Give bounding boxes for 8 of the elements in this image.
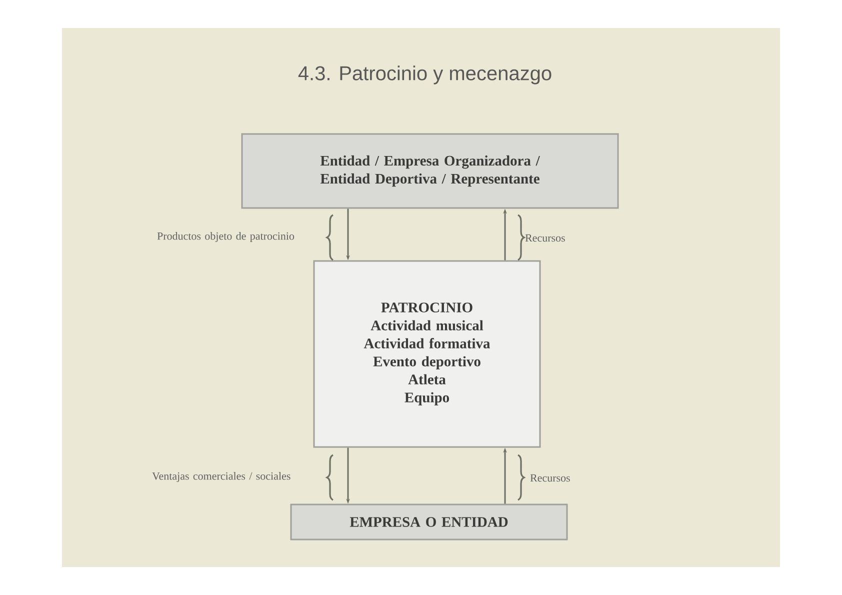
side-label: Ventajas comerciales / sociales	[152, 472, 290, 482]
side-label: Recursos	[530, 474, 570, 482]
entity-box: Entidad / Empresa Organizadora / Entidad Deportiva / Representante	[241, 133, 619, 209]
company-box: EMPRESA O ENTIDAD	[290, 504, 568, 540]
sponsorship-box: PATROCINIO Actividad musical Actividad formativa Evento deportivo Atleta Equipo	[313, 260, 541, 448]
side-label: Productos objeto de patrocinio	[157, 232, 294, 242]
title: 4.3. Patrocinio y mecenazgo	[298, 66, 552, 84]
side-label: Recursos	[525, 234, 565, 242]
